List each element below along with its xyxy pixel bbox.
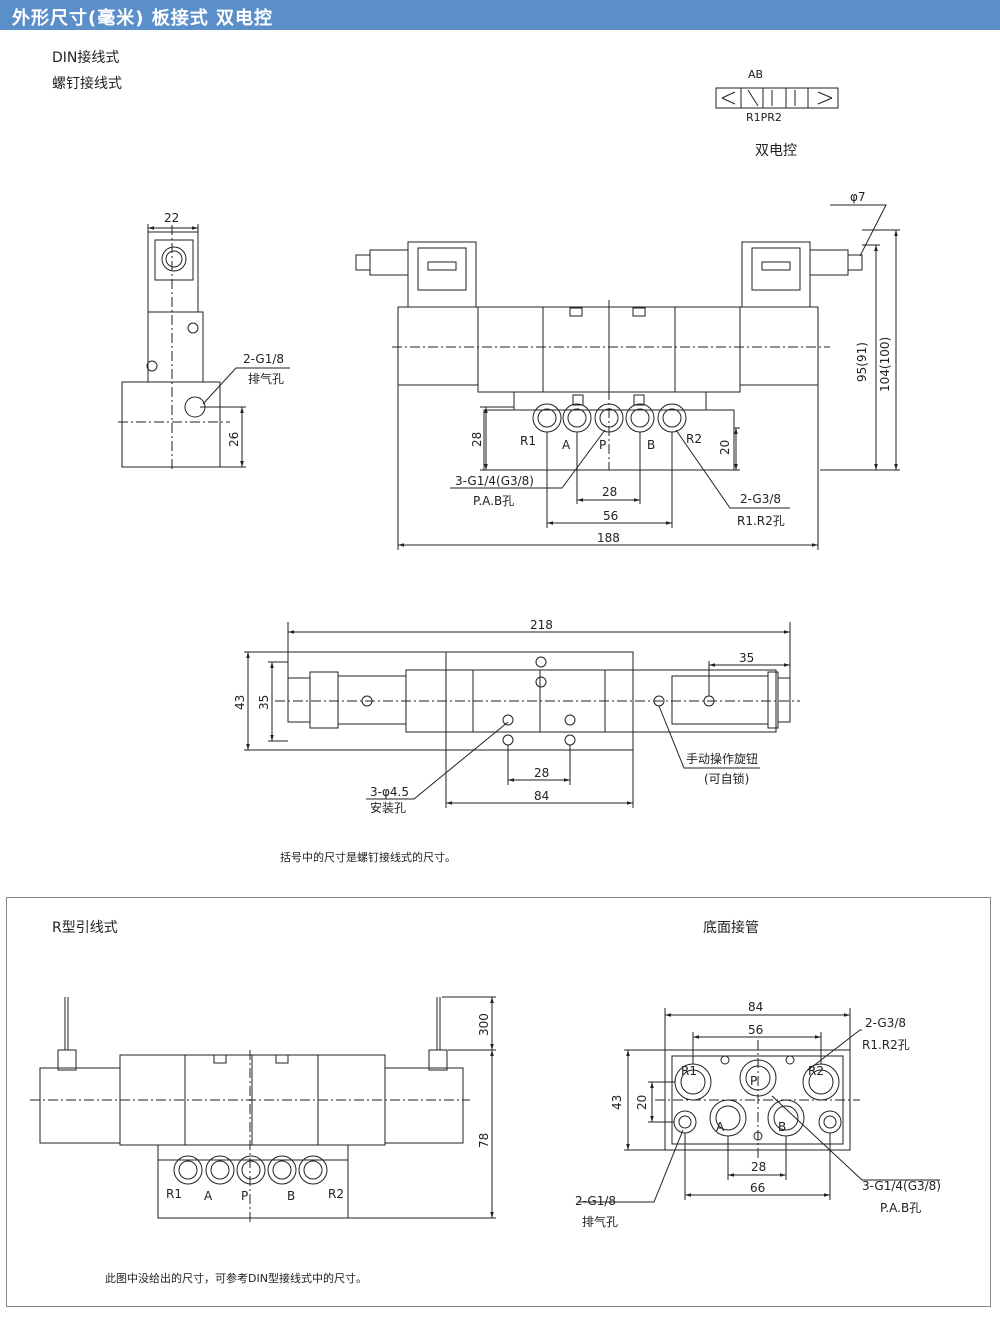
side-dim-22: 22 (164, 211, 179, 225)
bottom-port-callout: 3-G1/4(G3/8) (862, 1179, 941, 1193)
top-view: 218 35 43 35 28 84 3-φ4.5 安装孔 手动操作旋钮 (可自… (233, 618, 800, 815)
section-title: 外形尺寸(毫米) 板接式 双电控 (12, 8, 273, 29)
r-type-label: R型引线式 (52, 920, 118, 936)
front-length: 188 (597, 531, 620, 545)
r-type-note: 此图中没给出的尺寸，可参考DIN型接线式中的尺寸。 (105, 1272, 367, 1285)
bottom-port-callout-label: P.A.B孔 (880, 1201, 921, 1215)
front-dim-28: 28 (470, 432, 484, 447)
top-manual-sub: (可自锁) (704, 771, 749, 786)
top-manual: 手动操作旋钮 (686, 751, 758, 766)
valve-symbol: AB R1PR2 (715, 68, 839, 124)
bottom-h-inner: 20 (635, 1095, 649, 1110)
bottom-width: 84 (748, 1000, 763, 1014)
r-type-view: R1 A P B R2 300 78 (30, 996, 496, 1225)
din-label: DIN接线式 (52, 50, 120, 66)
front-span: 56 (603, 509, 618, 523)
bottom-inner: 56 (748, 1023, 763, 1037)
bottom-exhaust-top-label: R1.R2孔 (862, 1038, 910, 1052)
side-exhaust-label: 排气孔 (248, 371, 284, 386)
r-type-panel (6, 897, 991, 1307)
bottom-view: 84 56 43 20 28 66 2-G3/8 R1.R2孔 3-G1/4(G… (575, 1000, 941, 1229)
front-port-a: A (562, 438, 571, 452)
front-port-b: B (647, 438, 655, 452)
section-header: 外形尺寸(毫米) 板接式 双电控 (0, 0, 1000, 30)
side-dim-26: 26 (227, 432, 241, 447)
bottom-piping-label: 底面接管 (703, 920, 759, 936)
bracket-note: 括号中的尺寸是螺钉接线式的尺寸。 (280, 851, 456, 864)
side-exhaust: 2-G1/8 (243, 352, 284, 366)
top-right-dim: 35 (739, 651, 754, 665)
top-mount: 3-φ4.5 (370, 785, 409, 799)
front-port-p: P (599, 438, 606, 452)
r-height: 78 (477, 1133, 491, 1148)
front-h2: 104(100) (878, 337, 892, 392)
top-base: 84 (534, 789, 549, 803)
front-port-callout-label: P.A.B孔 (473, 494, 514, 508)
front-pitch: 28 (602, 485, 617, 499)
r-port-r2: R2 (328, 1187, 344, 1201)
top-overall: 218 (530, 618, 553, 632)
bottom-span: 66 (750, 1181, 765, 1195)
bottom-port-r2: R2 (808, 1064, 824, 1078)
front-view: mqm R1 A P B R2 φ7 95(91) 104(100) 28 20… (355, 190, 900, 550)
symbol-ports: R1PR2 (746, 111, 782, 124)
bottom-port-p: P (750, 1074, 757, 1088)
bottom-exhaust-top: 2-G3/8 (865, 1016, 906, 1030)
bottom-pitch: 28 (751, 1160, 766, 1174)
top-h-inner: 35 (257, 695, 271, 710)
r-port-b: B (287, 1189, 295, 1203)
bottom-port-r1: R1 (681, 1064, 697, 1078)
r-port-a: A (204, 1189, 213, 1203)
bottom-port-b: B (778, 1120, 786, 1134)
side-view: 22 2-G1/8 排气孔 26 (118, 211, 290, 470)
front-port-r1: R1 (520, 434, 536, 448)
top-h-outer: 43 (233, 695, 247, 710)
bottom-exhaust-label: 排气孔 (582, 1214, 618, 1229)
front-dim-20: 20 (718, 440, 732, 455)
front-h1: 95(91) (855, 342, 869, 382)
r-lead: 300 (477, 1013, 491, 1036)
front-port-r2: R2 (686, 432, 702, 446)
screw-label: 螺钉接线式 (52, 76, 122, 92)
bottom-exhaust: 2-G1/8 (575, 1194, 616, 1208)
top-mount-label: 安装孔 (370, 800, 406, 815)
front-phi: φ7 (850, 190, 866, 204)
symbol-caption: 双电控 (755, 143, 797, 159)
top-pitch: 28 (534, 766, 549, 780)
front-port-callout: 3-G1/4(G3/8) (455, 474, 534, 488)
r-port-r1: R1 (166, 1187, 182, 1201)
r-port-p: P (241, 1189, 248, 1203)
symbol-ab: AB (748, 68, 763, 81)
front-exhaust-callout-label: R1.R2孔 (737, 514, 785, 528)
bottom-port-a: A (716, 1120, 725, 1134)
bottom-h-outer: 43 (610, 1095, 624, 1110)
front-exhaust-callout: 2-G3/8 (740, 492, 781, 506)
